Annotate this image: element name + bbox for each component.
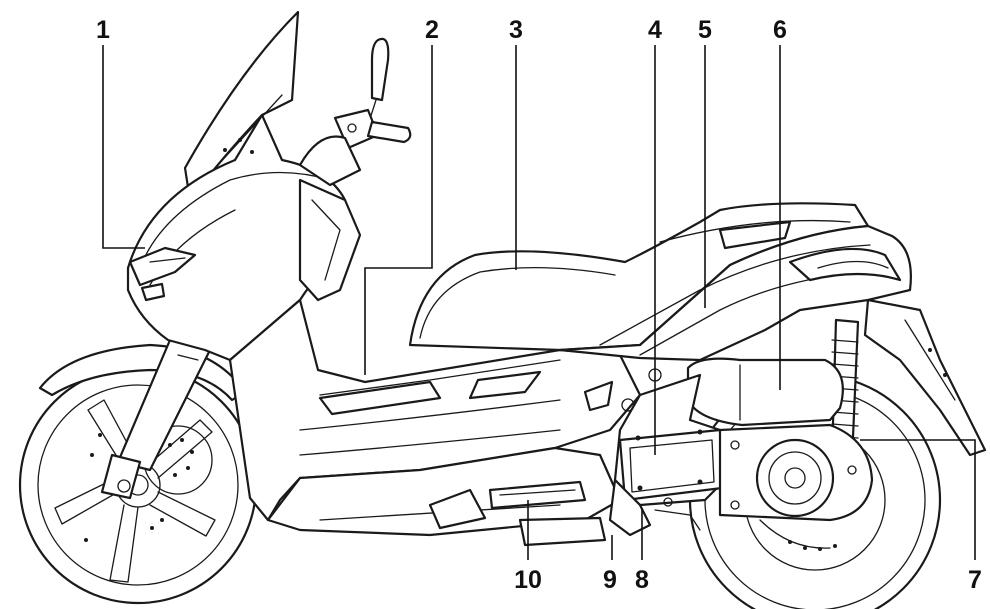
engine-unit (613, 373, 874, 522)
callout-10: 10 (514, 566, 542, 594)
callout-5: 5 (698, 16, 712, 44)
scooter-illustration (18, 10, 987, 609)
callout-3: 3 (509, 16, 523, 44)
callout-4: 4 (648, 16, 662, 44)
seat (408, 202, 870, 352)
handlebar (298, 37, 412, 187)
callout-9: 9 (603, 566, 617, 594)
callout-1: 1 (96, 16, 110, 44)
floorboard (228, 298, 662, 522)
callout-6: 6 (773, 16, 787, 44)
callout-2: 2 (425, 16, 439, 44)
callout-8: 8 (635, 566, 649, 594)
rear-body (558, 224, 987, 457)
front-wheel (18, 365, 258, 605)
leader-lines (102, 45, 976, 560)
front-cowl (126, 113, 350, 362)
callout-labels: 1 2 3 4 5 6 7 8 9 10 (96, 16, 982, 594)
callout-7: 7 (968, 566, 982, 594)
